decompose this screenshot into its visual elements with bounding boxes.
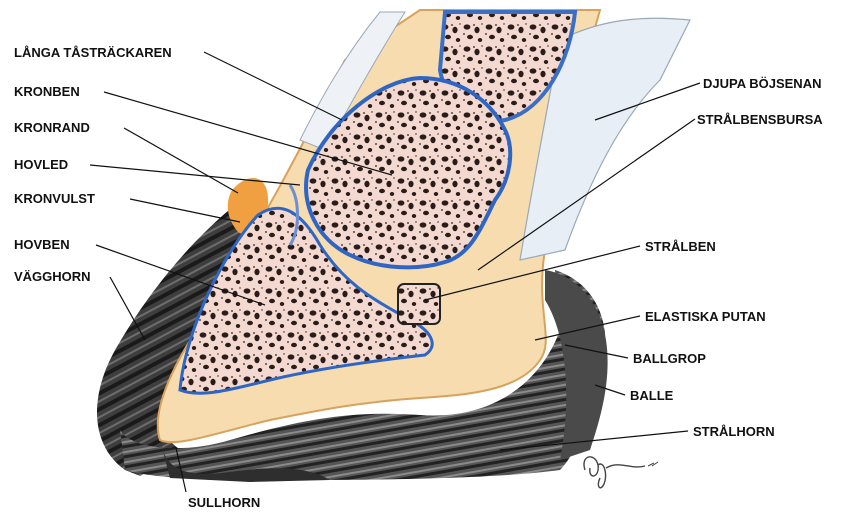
label-stralben: STRÅLBEN — [645, 239, 716, 254]
label-vagghorn: VÄGGHORN — [14, 269, 91, 284]
label-ballgrop: BALLGROP — [633, 351, 706, 366]
label-kronvulst: KRONVULST — [14, 191, 95, 206]
label-balle: BALLE — [630, 388, 674, 403]
label-sullhorn: SULLHORN — [188, 495, 260, 510]
label-langa-tastrackaren: LÅNGA TÅSTRÄCKAREN — [14, 45, 172, 60]
label-djupa-bojsenan: DJUPA BÖJSENAN — [703, 76, 821, 91]
label-hovben: HOVBEN — [14, 237, 70, 252]
label-kronrand: KRONRAND — [14, 120, 90, 135]
artist-signature — [584, 457, 658, 488]
label-hovled: HOVLED — [14, 157, 68, 172]
navicular-bone — [398, 284, 440, 324]
label-stralbensbursa: STRÅLBENSBURSA — [697, 112, 823, 127]
label-elastiska-putan: ELASTISKA PUTAN — [645, 309, 766, 324]
label-kronben: KRONBEN — [14, 84, 80, 99]
label-stralhorn: STRÅLHORN — [693, 424, 775, 439]
